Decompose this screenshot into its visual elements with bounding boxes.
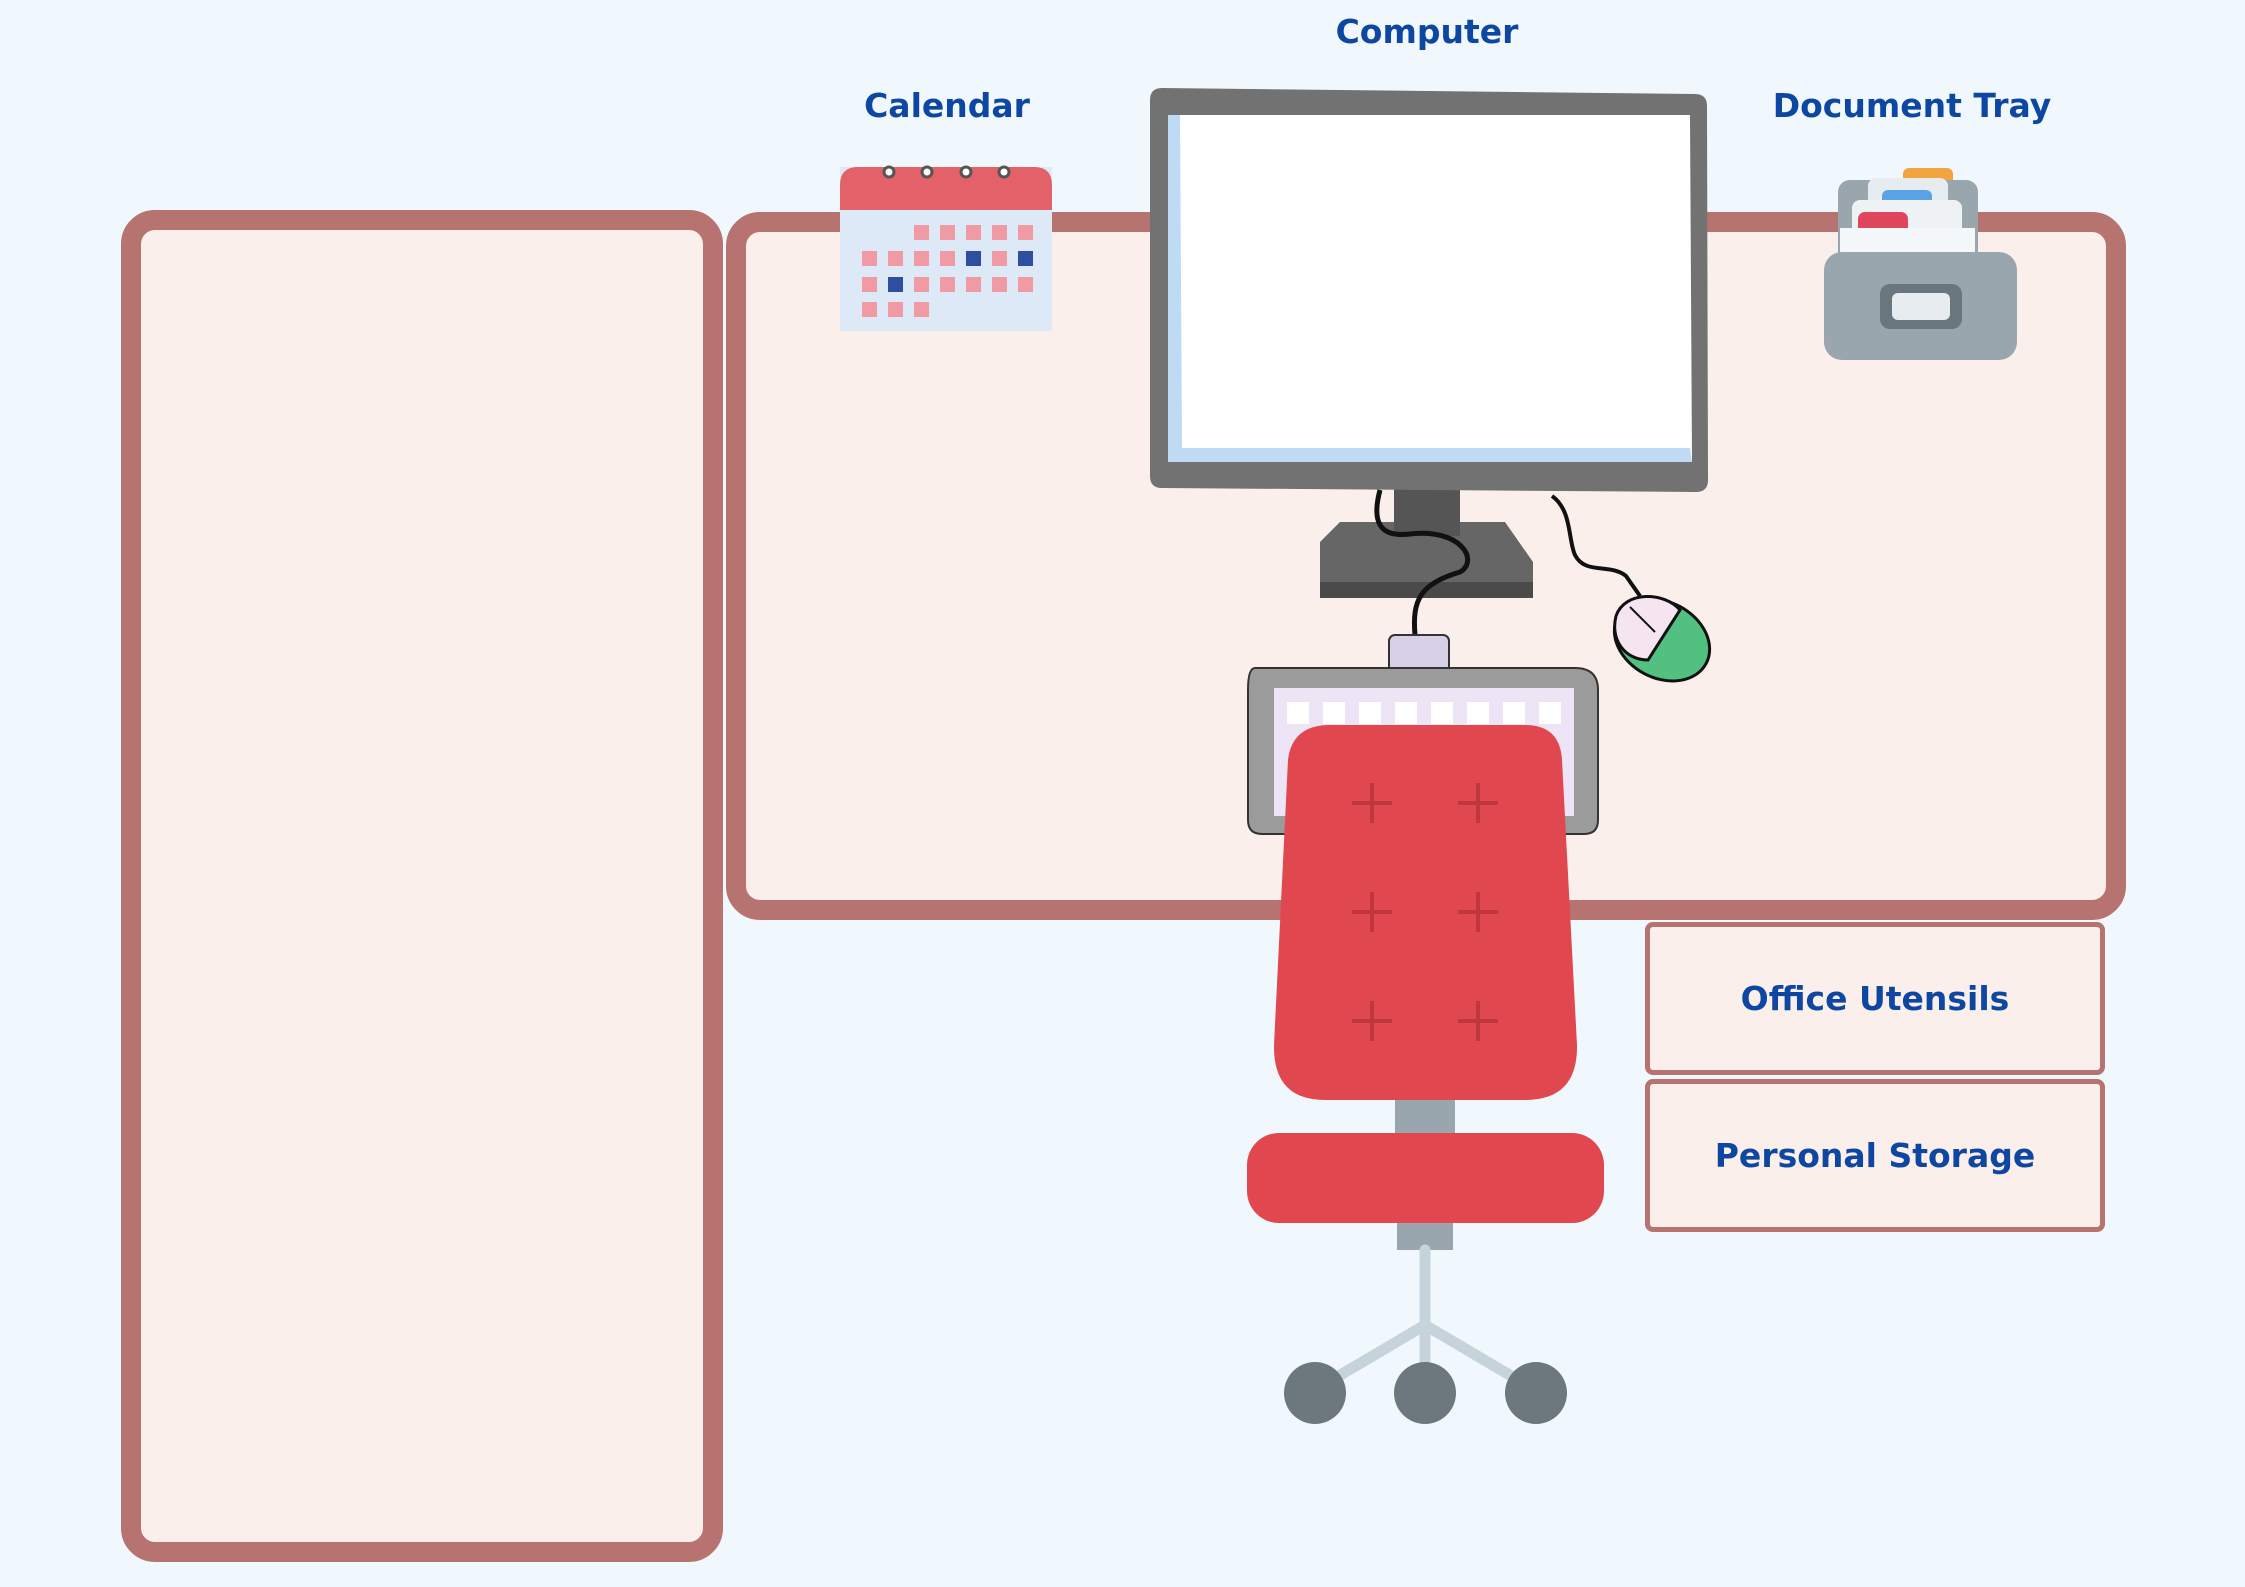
personal-storage-label: Personal Storage: [1714, 1136, 2036, 1175]
office-utensils-drawer: Office Utensils: [1645, 922, 2105, 1075]
calendar-label: Calendar: [864, 86, 1030, 125]
computer-label: Computer: [1335, 12, 1519, 51]
personal-storage-drawer: Personal Storage: [1645, 1079, 2105, 1232]
office-utensils-label: Office Utensils: [1740, 979, 2010, 1018]
side-desk-panel: [121, 210, 723, 1562]
document-tray-label: Document Tray: [1772, 86, 2052, 125]
